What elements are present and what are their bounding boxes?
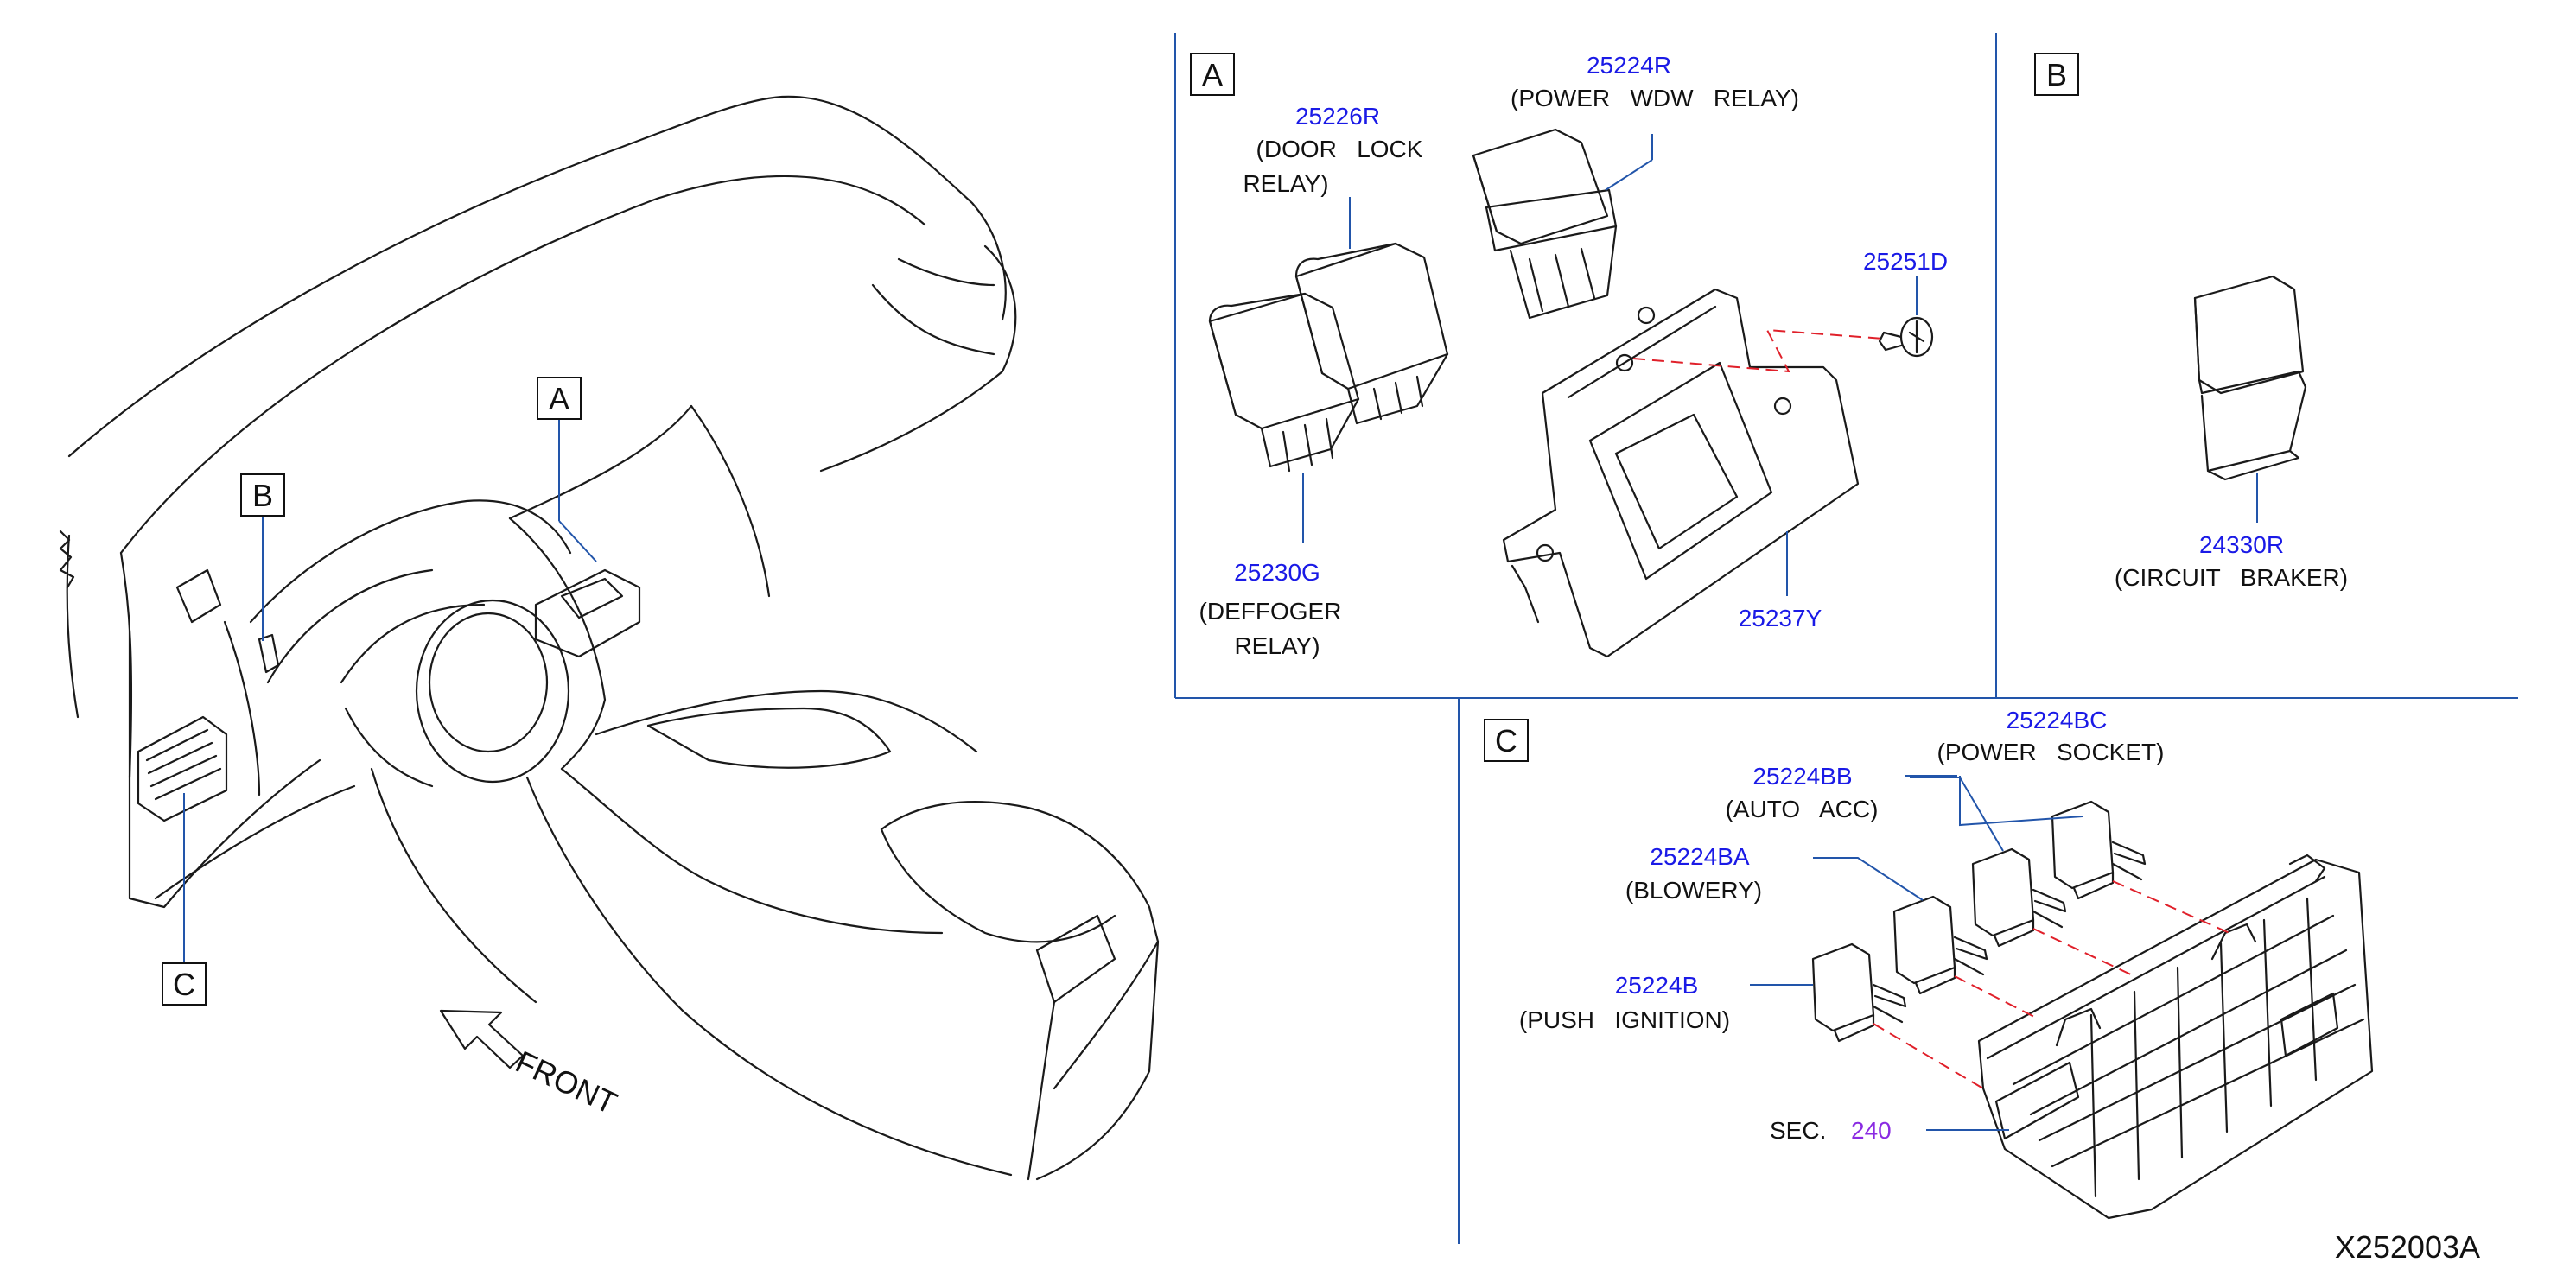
desc-25224b: (PUSH IGNITION) (1519, 1006, 1730, 1033)
part-25224b: 25224B (1615, 972, 1699, 999)
panel-c-dashed-lines (1873, 880, 2230, 1089)
circuit-breaker-drawing (2193, 275, 2307, 481)
drawing-id: X252003A (2335, 1229, 2480, 1265)
section-ref-number[interactable]: 240 (1851, 1117, 1892, 1144)
part-25224bb: 25224BB (1752, 763, 1852, 790)
desc-25230g-line2: RELAY) (1234, 632, 1320, 659)
callout-box-a: A (537, 377, 582, 420)
svg-text:B: B (2046, 57, 2067, 92)
desc-25224ba: (BLOWERY) (1625, 877, 1762, 904)
svg-text:B: B (252, 478, 273, 513)
front-arrow-icon (439, 1009, 525, 1069)
part-24330r: 24330R (2199, 531, 2284, 558)
deffoger-relay-drawing (1208, 292, 1360, 473)
relay-bracket-drawing (1502, 288, 1860, 658)
svg-text:C: C (1495, 723, 1517, 758)
push-ignition-relay-drawing (1811, 942, 1907, 1043)
desc-25224bb: (AUTO ACC) (1726, 796, 1879, 822)
part-25224r: 25224R (1587, 52, 1671, 79)
desc-25230g-line1: (DEFFOGER (1199, 598, 1342, 625)
panel-b-label: B (2034, 53, 2079, 96)
fuse-box-drawing (1977, 854, 2374, 1220)
part-25237y: 25237Y (1739, 605, 1822, 631)
door-lock-relay-drawing (1294, 242, 1449, 425)
section-ref-prefix: SEC. (1770, 1117, 1826, 1144)
screw-drawing (1878, 316, 1934, 358)
svg-text:A: A (549, 381, 569, 416)
panel-a-leaders (1302, 134, 1918, 596)
power-wdw-relay-drawing (1472, 128, 1618, 320)
desc-25224bc: (POWER SOCKET) (1937, 739, 2165, 765)
part-25230g: 25230G (1234, 559, 1320, 586)
panel-frames (1174, 33, 2518, 1244)
callout-box-b: B (240, 473, 285, 517)
dashboard-illustration (59, 95, 1160, 1181)
desc-25226r-line2: RELAY) (1243, 170, 1328, 197)
svg-text:A: A (1202, 57, 1223, 92)
part-25224ba: 25224BA (1650, 843, 1750, 870)
blowery-relay-drawing (1892, 895, 1988, 995)
desc-25226r-line1: (DOOR LOCK (1256, 136, 1423, 162)
panel-c-leaders (1750, 775, 2083, 1131)
panel-c-label: C (1484, 719, 1529, 762)
panel-a-label: A (1190, 53, 1235, 96)
power-socket-relay-drawing (2051, 800, 2147, 900)
desc-25224r: (POWER WDW RELAY) (1511, 85, 1799, 111)
part-25224bc: 25224BC (2007, 707, 2108, 733)
part-25226r: 25226R (1295, 103, 1380, 130)
desc-24330r: (CIRCUIT BRAKER) (2115, 564, 2348, 591)
front-label: FRONT (511, 1044, 623, 1121)
svg-text:C: C (173, 967, 195, 1002)
overview-leaders (183, 419, 597, 963)
part-25251d: 25251D (1863, 248, 1948, 275)
auto-acc-relay-drawing (1971, 847, 2067, 948)
callout-box-c: C (162, 962, 207, 1006)
